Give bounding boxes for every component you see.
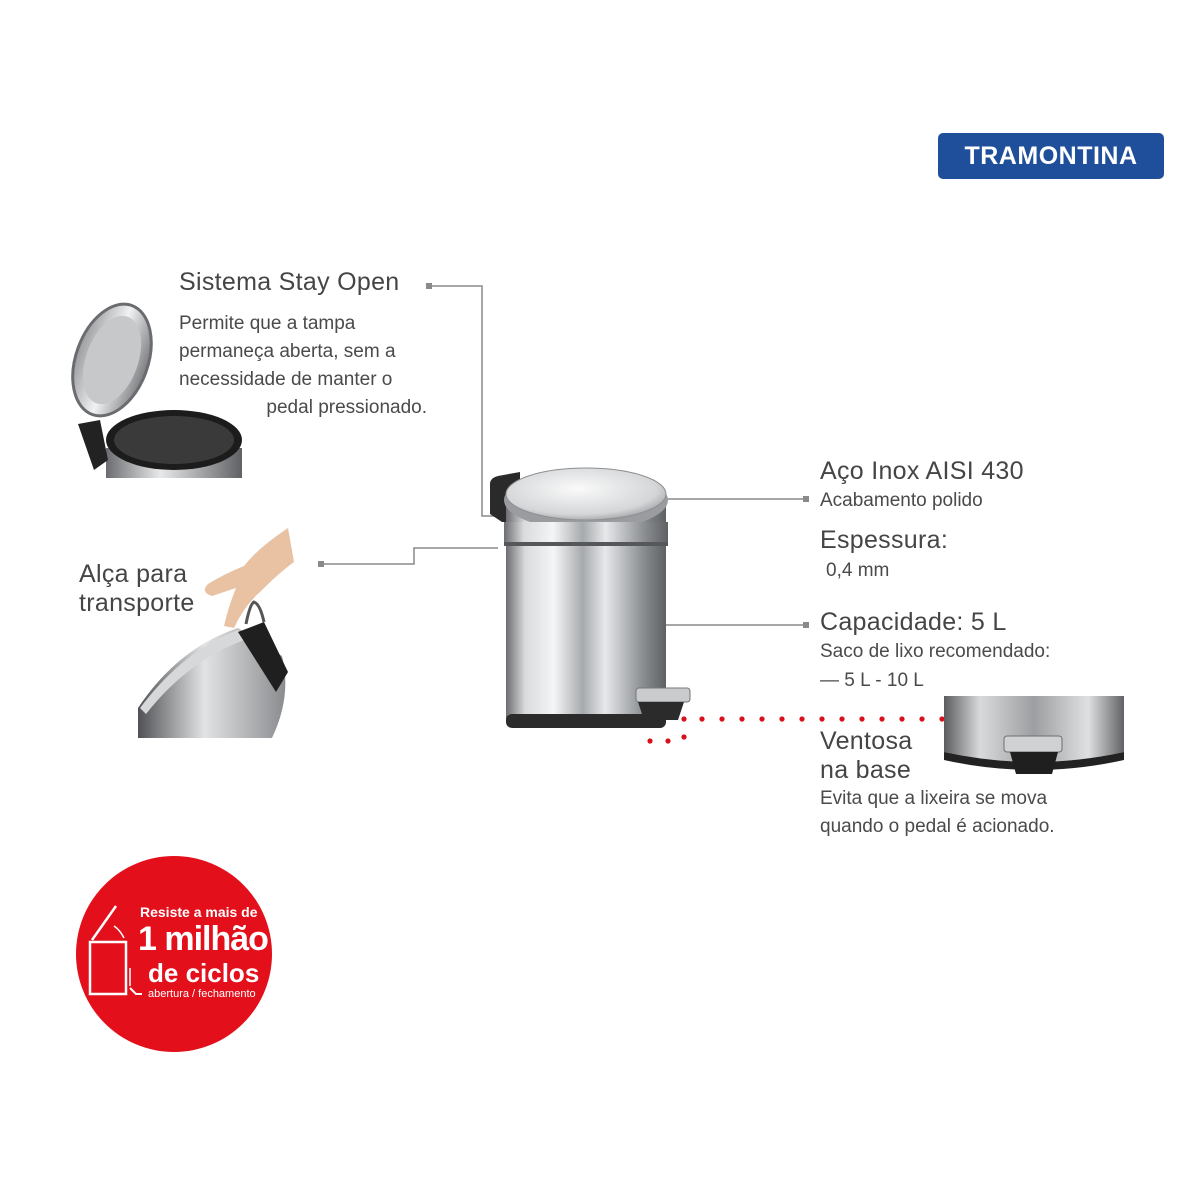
badge-line4: abertura / fechamento	[148, 988, 256, 1000]
thickness-title: Espessura:	[820, 526, 949, 554]
trash-bin-illustration	[490, 467, 691, 728]
stay-open-line: Permite que a tampa	[179, 313, 356, 334]
badge-line1: Resiste a mais de	[140, 904, 258, 920]
handle-connector	[322, 547, 498, 565]
durability-badge: Resiste a mais de 1 milhão de ciclos abe…	[76, 856, 272, 1052]
capacity-title: Capacidade: 5 L	[820, 608, 1007, 636]
steel-subtitle: Acabamento polido	[820, 490, 983, 511]
suction-title: Ventosa na base	[820, 727, 912, 785]
suction-base-photo	[944, 696, 1124, 774]
badge-line3: de ciclos	[148, 958, 260, 988]
stay-open-line: pedal pressionado.	[266, 397, 427, 418]
capacity-range: — 5 L - 10 L	[820, 670, 924, 691]
bin-outline-icon	[88, 905, 142, 996]
suction-title-line: Ventosa	[820, 727, 913, 755]
stay-open-description: Permite que a tampa permaneça aberta, se…	[179, 310, 435, 422]
stay-open-line: necessidade de manter o	[179, 369, 393, 390]
thickness-value: 0,4 mm	[826, 560, 890, 581]
suction-line: quando o pedal é acionado.	[820, 816, 1055, 837]
handle-title-line: Alça para	[79, 560, 188, 588]
handle-title-line: transporte	[79, 589, 195, 617]
stay-open-bin-photo	[71, 302, 242, 478]
suction-title-line: na base	[820, 756, 912, 784]
stay-open-title: Sistema Stay Open	[179, 268, 400, 296]
capacity-subtitle: Saco de lixo recomendado:	[820, 641, 1051, 662]
badge-line2: 1 milhão	[138, 920, 269, 958]
stay-open-line: permaneça aberta, sem a	[179, 341, 396, 362]
brand-logo-text: TRAMONTINA	[964, 141, 1138, 170]
carry-handle-photo	[138, 528, 294, 738]
steel-title: Aço Inox AISI 430	[820, 457, 1024, 485]
brand-logo: TRAMONTINA	[938, 133, 1164, 179]
pedal	[635, 687, 691, 720]
suction-line: Evita que a lixeira se mova	[820, 788, 1048, 809]
suction-description: Evita que a lixeira se mova quando o ped…	[820, 785, 1055, 841]
handle-title: Alça para transporte	[79, 560, 195, 618]
